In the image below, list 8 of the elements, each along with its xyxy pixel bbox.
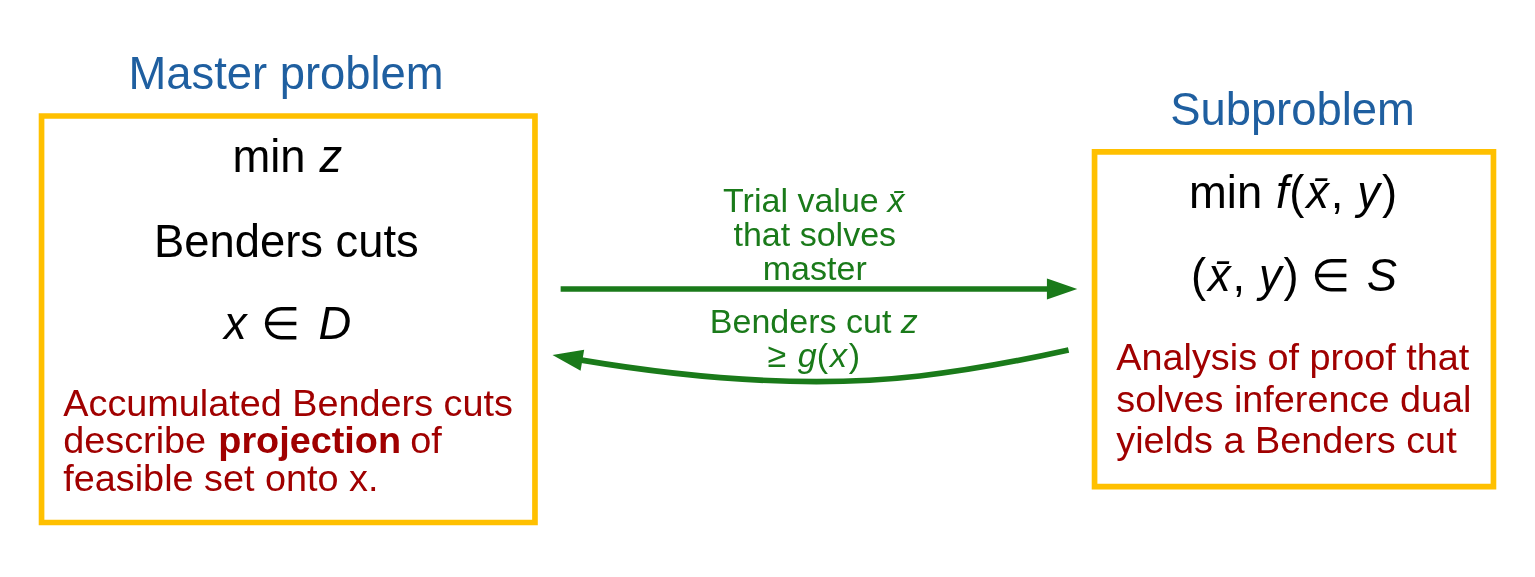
node-box: min z Benders cuts x ∈ D Accumulated Benders cuts describe projection of feasible set onto x. — [38, 112, 538, 525]
node-box: min f(x̄, y) (x̄, y) ∈ S Analysis of proof that solves inference dual yields a Benders cut — [1091, 148, 1497, 489]
edge-label: Trial value x̄ that solves master — [723, 180, 905, 287]
edge-label: Benders cut z ≥ g(x) — [709, 301, 918, 374]
node-label: Subproblem — [1170, 83, 1415, 135]
arrow — [552, 346, 1070, 384]
node-label: Master problem — [128, 47, 444, 99]
arrow — [560, 277, 1078, 300]
